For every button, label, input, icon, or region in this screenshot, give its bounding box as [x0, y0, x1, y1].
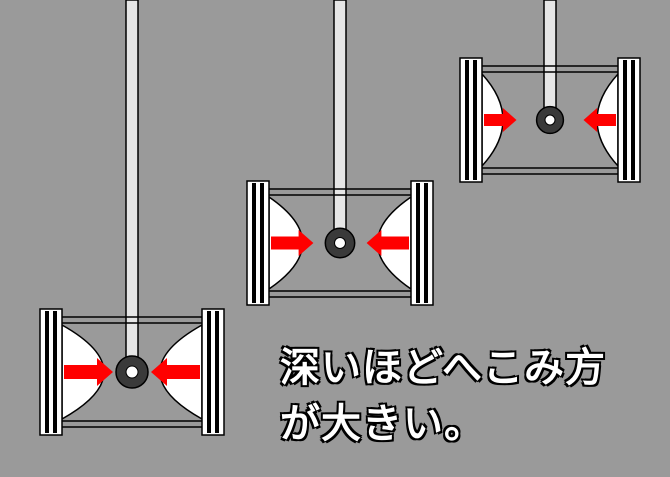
pressure-device-3	[39, 0, 225, 436]
end-plate-stripe	[260, 183, 264, 303]
end-plate-stripe	[465, 60, 469, 180]
pressure-arrow-icon	[484, 108, 517, 132]
end-plate-stripe	[207, 311, 211, 433]
caption-line-1: 深いほどへこみ方	[279, 344, 606, 392]
end-plate-stripe	[215, 311, 219, 433]
end-plate	[459, 57, 483, 183]
ring-hole	[544, 114, 556, 126]
pressure-device-1	[459, 0, 641, 183]
caption: 深いほどへこみ方 が大きい。	[279, 340, 665, 452]
end-plate	[39, 308, 63, 436]
ring-hole	[125, 365, 139, 379]
hanging-rod	[543, 0, 557, 121]
pressure-arrow-icon	[366, 230, 409, 256]
end-plate-stripe	[53, 311, 57, 433]
end-plate-stripe	[424, 183, 428, 303]
end-plate-stripe	[45, 311, 49, 433]
pressure-arrow-icon	[151, 358, 200, 386]
end-plate	[617, 57, 641, 183]
pressure-arrow-icon	[271, 230, 314, 256]
ring-hole	[334, 237, 346, 249]
hanging-rod	[333, 0, 347, 244]
end-plate-stripe	[416, 183, 420, 303]
hanging-rod	[125, 0, 139, 373]
pressure-device-2	[246, 0, 434, 306]
end-plate-stripe	[623, 60, 627, 180]
end-plate-stripe	[252, 183, 256, 303]
end-plate	[410, 180, 434, 306]
pressure-arrow-icon	[64, 358, 113, 386]
end-plate	[246, 180, 270, 306]
end-plate-stripe	[631, 60, 635, 180]
caption-line-2: が大きい。	[279, 400, 485, 448]
pressure-arrow-icon	[583, 108, 616, 132]
end-plate-stripe	[473, 60, 477, 180]
end-plate	[201, 308, 225, 436]
